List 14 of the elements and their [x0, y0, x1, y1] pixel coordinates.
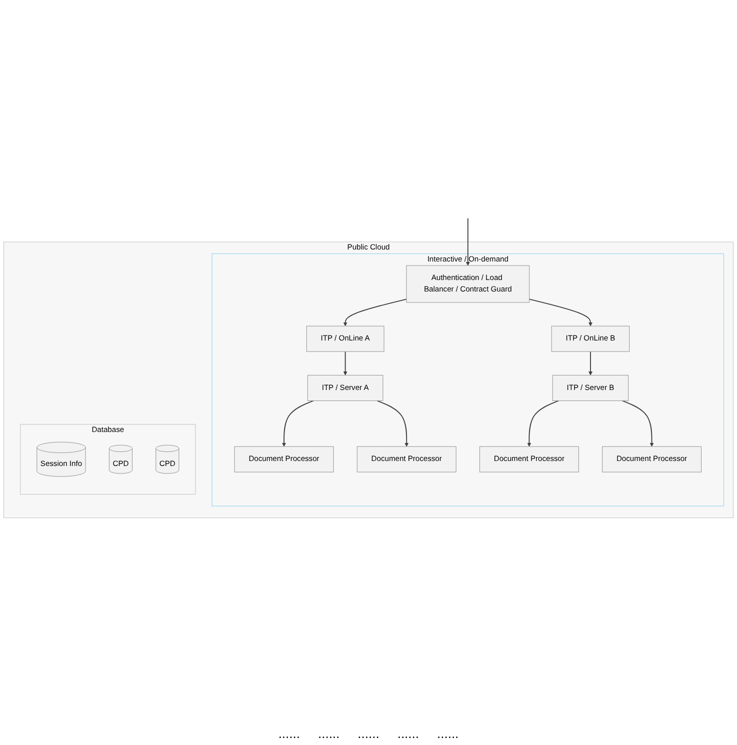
- ellipsis-label: ......: [437, 726, 459, 741]
- ellipsis-label: ......: [358, 726, 380, 741]
- ellipsis-label: ......: [397, 726, 419, 741]
- arrow: [343, 351, 348, 376]
- ellipsis-label: ......: [278, 726, 300, 741]
- arrow: [376, 400, 409, 447]
- arrow: [588, 351, 593, 376]
- arrow: [466, 218, 470, 266]
- arrow: [528, 298, 593, 326]
- arrow: [527, 400, 560, 447]
- arrow: [282, 400, 314, 447]
- ellipsis-label: ......: [318, 726, 340, 741]
- arrow: [622, 400, 654, 447]
- arrow: [343, 298, 407, 326]
